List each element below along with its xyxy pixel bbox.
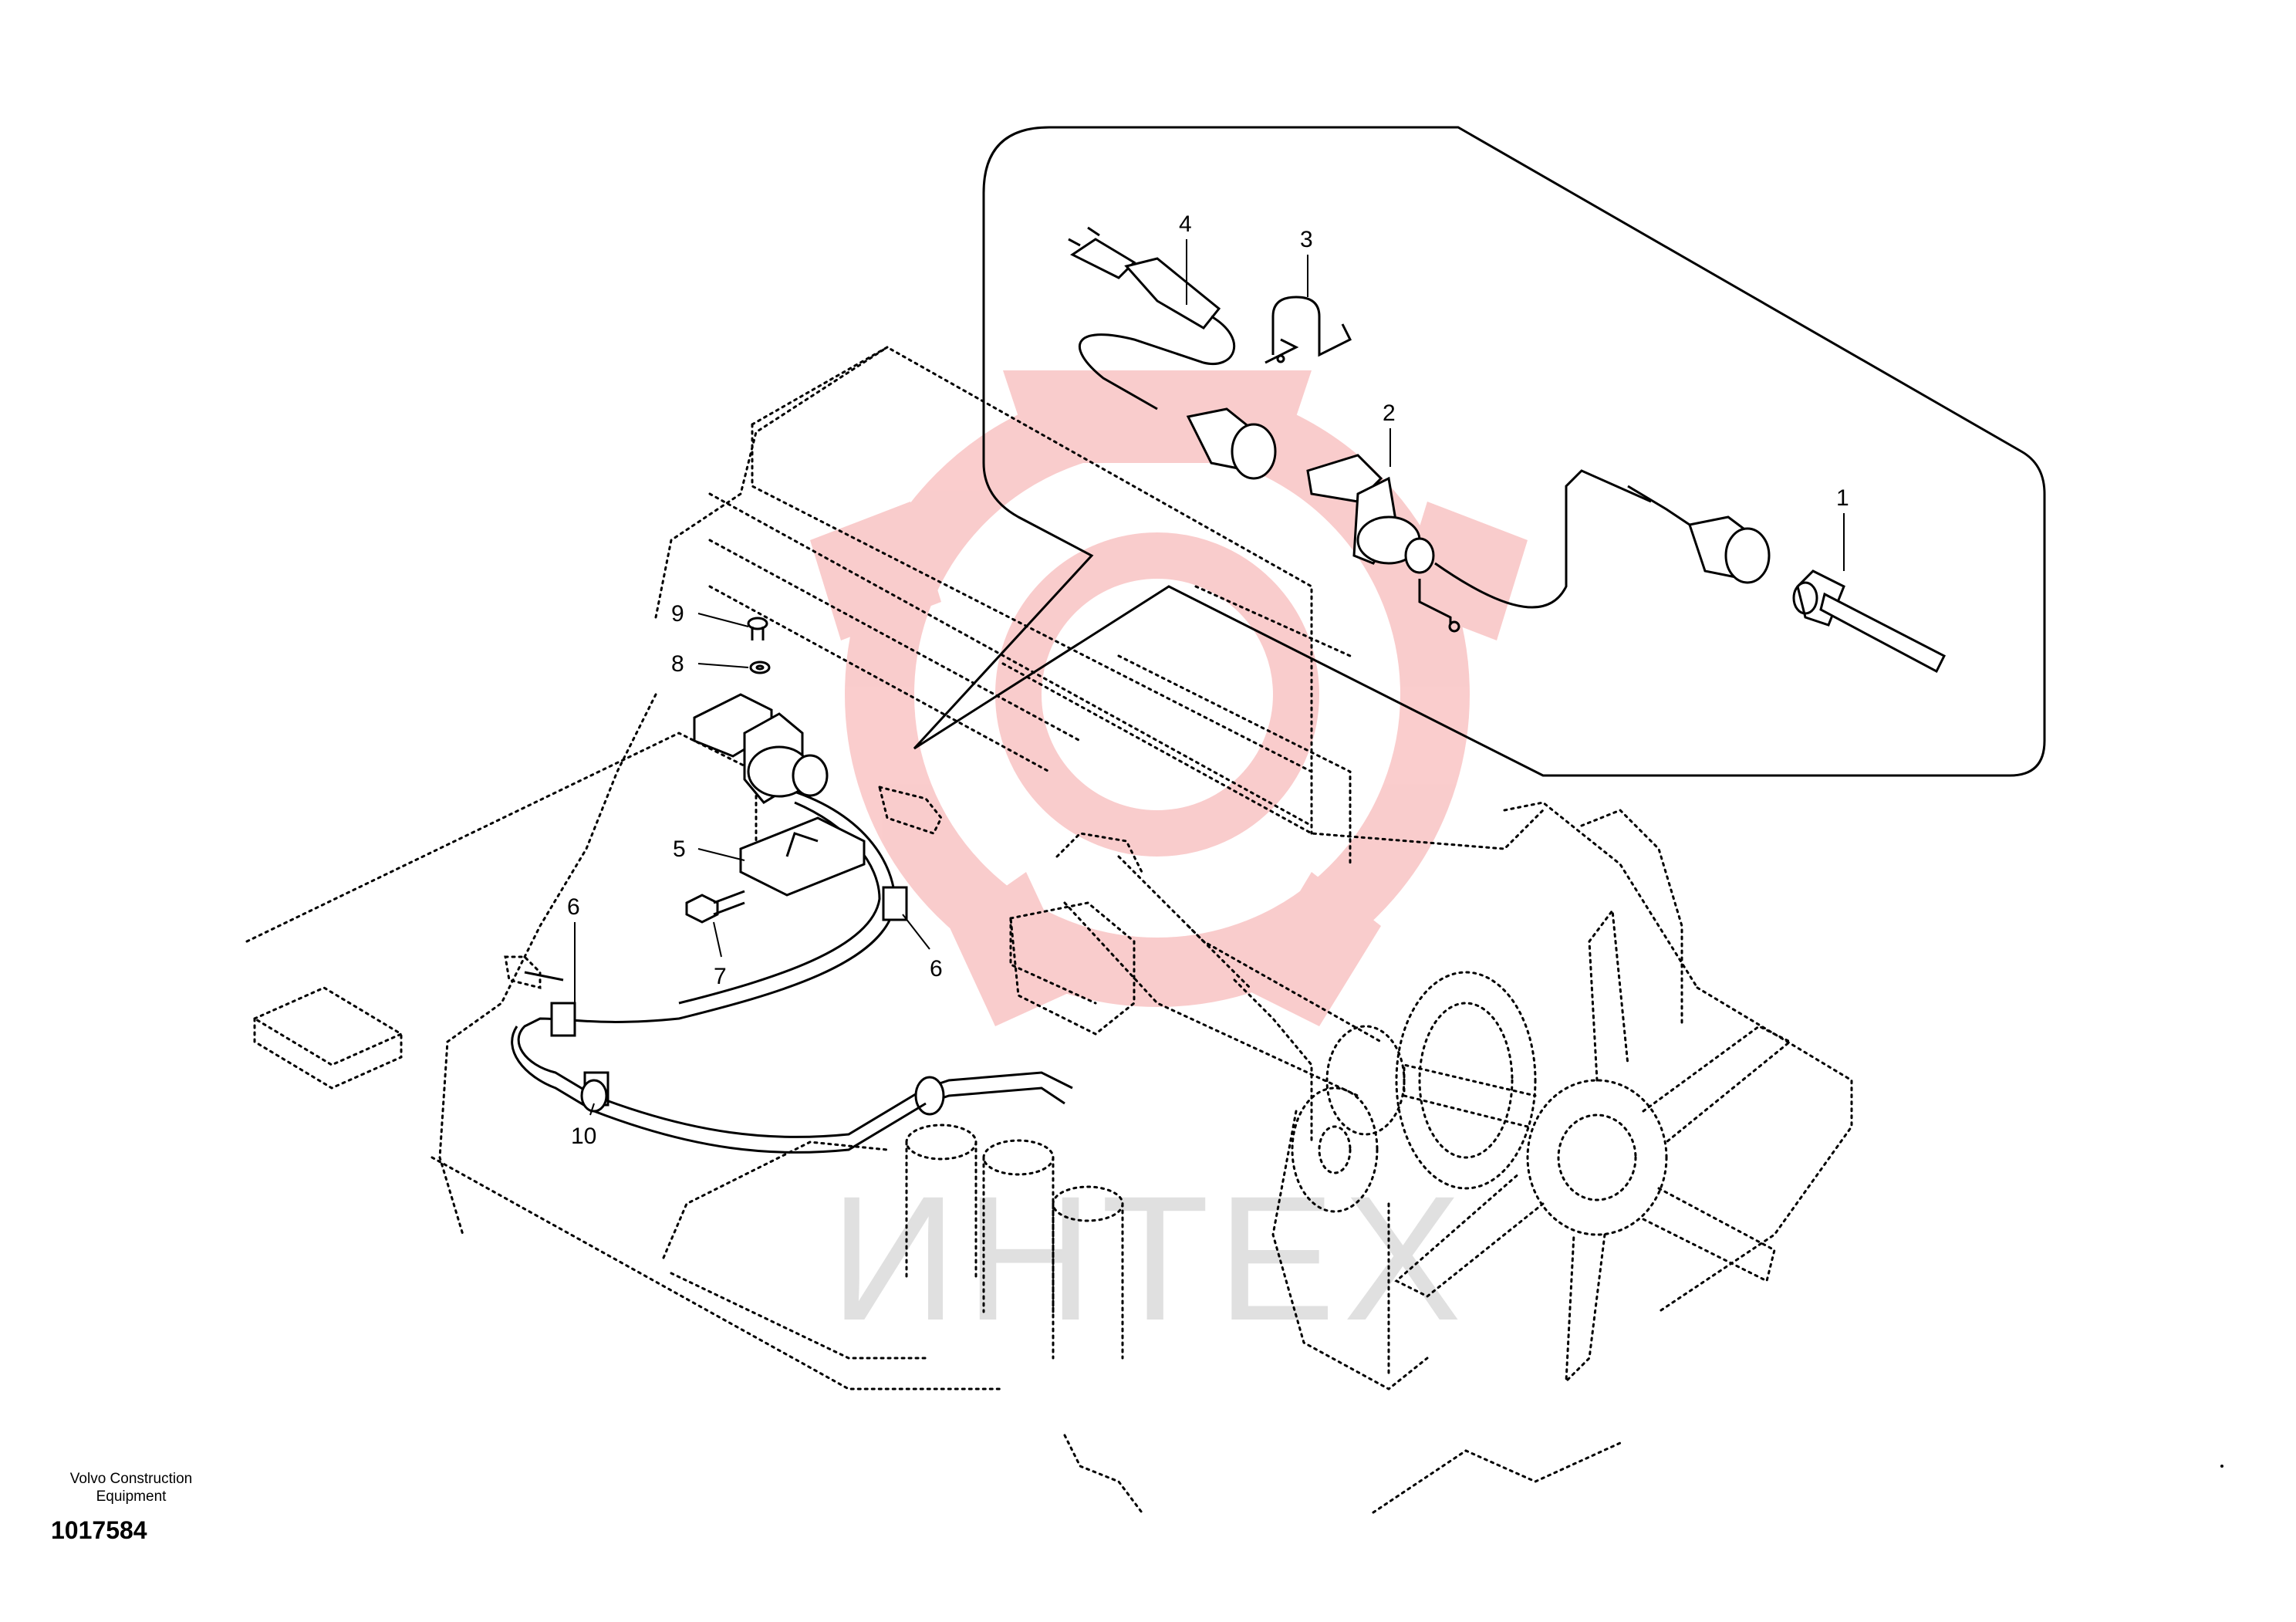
inset-part-1-sensor: [1627, 485, 1947, 674]
screw-part-7: [685, 890, 745, 924]
stop-solenoid-installed: [693, 693, 866, 897]
callout-8: 8: [671, 651, 684, 677]
inset-part-2-solenoid: [1306, 454, 1652, 633]
callout-3: 3: [1300, 227, 1313, 252]
watermark-logo: [810, 370, 1528, 1026]
bolt-left: [504, 955, 564, 989]
title-block: Volvo Construction Equipment 1017584: [46, 1470, 216, 1545]
stray-dot: [2220, 1465, 2223, 1468]
company-name: Volvo Construction Equipment: [46, 1470, 216, 1505]
screw-part-9: [747, 617, 768, 640]
company-name-line2: Equipment: [96, 1489, 167, 1505]
callout-6-left: 6: [567, 894, 580, 920]
drawing-number: 1017584: [51, 1516, 147, 1544]
inset-part-4-plug: [1186, 407, 1277, 480]
watermark-text: ИНТЕХ: [830, 1159, 1470, 1357]
engine-assembly-outline: [245, 346, 1853, 1514]
clamp-left-part-6: [550, 1002, 576, 1037]
intake-pipe-outline: [1009, 832, 1406, 1136]
callout-6-right: 6: [930, 956, 943, 982]
clamp-part-10: [580, 1071, 609, 1113]
callout-7: 7: [714, 964, 727, 989]
callout-1: 1: [1836, 485, 1849, 511]
callout-5: 5: [673, 836, 686, 862]
leader-lines: [574, 239, 1845, 1116]
washer-part-8: [749, 661, 771, 674]
inset-part-4-connector: [1068, 226, 1235, 411]
filter-canisters-outline: [905, 1124, 1124, 1360]
callout-10: 10: [571, 1124, 596, 1149]
callout-4: 4: [1179, 211, 1192, 237]
detail-inset-frame: [913, 126, 2046, 777]
fan-outline: [1271, 907, 1792, 1391]
company-name-line1: Volvo Construction: [69, 1471, 193, 1487]
callout-9: 9: [671, 601, 684, 627]
callout-2: 2: [1383, 400, 1396, 426]
inset-part-3-clip: [1264, 296, 1352, 364]
